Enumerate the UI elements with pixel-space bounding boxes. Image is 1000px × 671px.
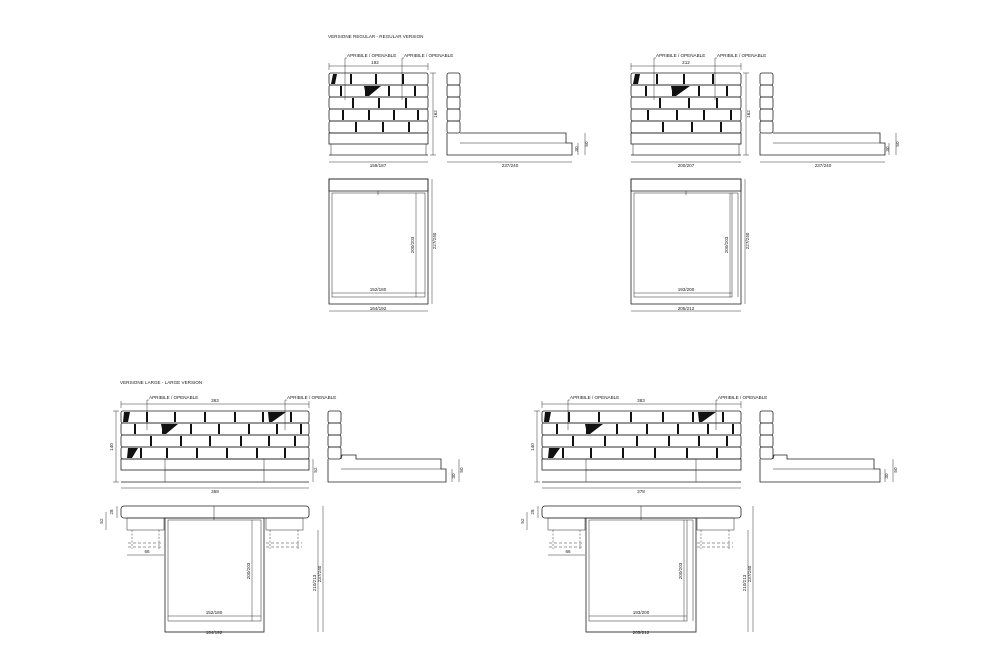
large-2-nightstand-left-legs: [549, 530, 584, 549]
regular-1-bottom-width: 159/187: [370, 163, 387, 168]
regular-2-front-elevation: 212 APRIBILE / OPENABLE APRIBILE / OPENA…: [630, 53, 766, 168]
large-1-bottom-width: 359: [211, 489, 219, 494]
large-2-openable-callout-right: APRIBILE / OPENABLE: [718, 395, 767, 400]
large-1-side-h2: 50: [459, 467, 464, 473]
large-1-nightstand-right-legs: [266, 530, 302, 549]
large-1-openable-callout-left: APRIBILE / OPENABLE: [149, 395, 198, 400]
large-2-openable-callout-left: APRIBILE / OPENABLE: [570, 395, 619, 400]
large-2-inner-length: 200/203: [678, 562, 683, 579]
large-1-openable-callout-right: APRIBILE / OPENABLE: [287, 395, 336, 400]
large-1-side-h1: 30: [451, 473, 456, 479]
regular-1-side-h2: 50: [584, 141, 589, 147]
large-2-table-offset: 52: [520, 518, 525, 524]
regular-2-side-h2: 50: [895, 141, 900, 147]
regular-2-side-h1: 30: [885, 146, 890, 152]
large-1-top-width: 363: [211, 398, 219, 403]
regular-1-side-elevation: 30 50 237/240: [446, 72, 589, 168]
large-1-inner-length: 200/203: [246, 562, 251, 579]
large-1-outer-width: 164/192: [206, 630, 223, 635]
large-1-side-unit-height: 52: [313, 467, 318, 473]
regular-1-top-width: 192: [371, 60, 379, 65]
large-2-inner-width: 193/200: [633, 610, 650, 615]
large-2-nightstand-right-legs: [697, 530, 733, 549]
regular-1-openable-callout-right: APRIBILE / OPENABLE: [404, 53, 453, 58]
regular-2-side-length: 237/240: [815, 163, 832, 168]
regular-1-outer-length: 227/240: [432, 232, 437, 249]
large-2-side-h2: 50: [893, 467, 898, 473]
large-1-nightstand-left-legs: [128, 530, 163, 549]
regular-1-plan-view: 200/203 227/240 152/180 164/192: [328, 178, 437, 312]
large-2-outer-width: 205/212: [633, 630, 650, 635]
large-1-height: 140: [109, 443, 114, 451]
large-2-table-height: 28: [530, 509, 535, 515]
regular-2-outer-length: 227/240: [745, 232, 750, 249]
regular-1-side-length: 237/240: [502, 163, 519, 168]
large-2-front-elevation: 383 APRIBILE / OPENABLE APRIBILE / OPENA…: [530, 395, 767, 494]
regular-1-inner-length: 200/203: [410, 236, 415, 253]
large-version-title: VERSIONE LARGE - LARGE VERSION: [120, 380, 202, 385]
large-2-length-2: 237/240: [747, 565, 752, 582]
regular-2-outer-width: 205/212: [678, 306, 695, 311]
large-2-plan-view: 52 28 66 200/203 193/200 205/212 210/213…: [520, 505, 754, 635]
large-1-table-width: 66: [144, 549, 150, 554]
large-1-plan-view: 52 28 66 200/203 152/180 164/192 210/213…: [99, 505, 324, 635]
large-2-length-1: 210/213: [742, 574, 747, 591]
regular-2-side-elevation: 30 50 237/240: [759, 72, 900, 168]
regular-2-top-width: 212: [682, 60, 690, 65]
regular-1-outer-width: 164/192: [370, 306, 387, 311]
large-2-height: 140: [530, 443, 535, 451]
large-2-bottom-width: 378: [637, 489, 645, 494]
large-1-side-elevation: 30 50: [327, 410, 464, 483]
regular-1-openable-callout-left: APRIBILE / OPENABLE: [347, 53, 396, 58]
regular-2-height: 162: [746, 110, 751, 118]
regular-version-title: VERSIONE REGULAR - REGULAR VERSION: [328, 34, 423, 39]
large-1-length-1: 210/213: [312, 574, 317, 591]
large-1-inner-width: 152/180: [206, 610, 223, 615]
large-2-side-h1: 30: [884, 473, 889, 479]
regular-1-side-h1: 30: [574, 146, 579, 152]
large-1-table-height: 28: [109, 509, 114, 515]
large-1-table-offset: 52: [99, 518, 104, 524]
regular-2-bottom-width: 200/207: [678, 163, 695, 168]
regular-1-front-elevation: 192 APRIBILE / OPENABLE APRIBILE / OPENA…: [328, 53, 453, 168]
large-2-top-width: 383: [637, 398, 645, 403]
regular-1-inner-width: 152/180: [370, 287, 387, 292]
regular-2-inner-length: 200/203: [724, 236, 729, 253]
large-1-length-2: 237/240: [317, 565, 322, 582]
regular-2-openable-callout-left: APRIBILE / OPENABLE: [656, 53, 705, 58]
regular-2-openable-callout-right: APRIBILE / OPENABLE: [717, 53, 766, 58]
large-2-table-width: 66: [565, 549, 571, 554]
regular-1-height: 162: [433, 110, 438, 118]
large-1-front-elevation: 363 APRIBILE / OPENABLE APRIBILE / OPENA…: [109, 395, 336, 494]
large-2-side-elevation: 30 50: [759, 410, 898, 483]
regular-2-plan-view: 200/203 227/240 193/200 205/212: [630, 178, 750, 312]
regular-2-inner-width: 193/200: [678, 287, 695, 292]
